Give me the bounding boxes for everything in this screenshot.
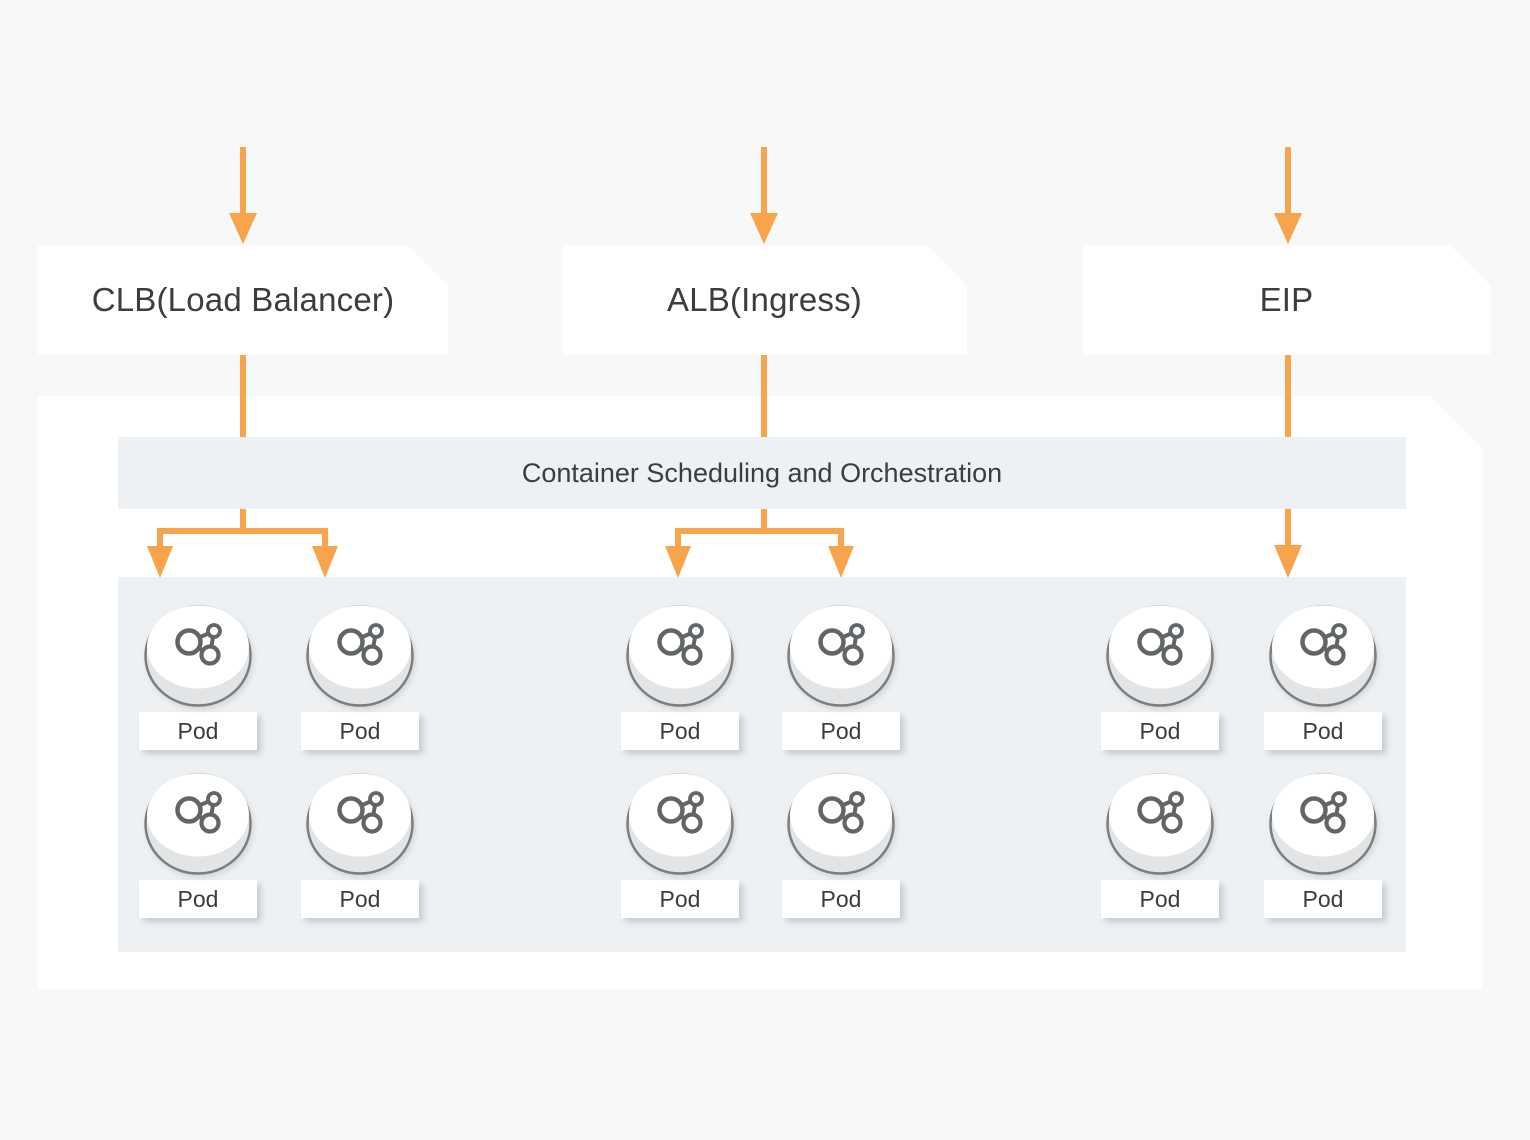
inbound-arrow-clb (229, 147, 257, 244)
pod-eip-4: Pod (1264, 773, 1382, 918)
node-alb-label: ALB(Ingress) (667, 281, 862, 318)
pod-cylinder-molecule-icon (787, 605, 895, 707)
pod-cylinder-molecule-icon (144, 773, 252, 875)
pod-label: Pod (1264, 712, 1382, 750)
pod-alb-3: Pod (621, 773, 739, 918)
pod-cylinder-molecule-icon (144, 605, 252, 707)
pod-label: Pod (782, 880, 900, 918)
pod-eip-2: Pod (1264, 605, 1382, 750)
node-eip: EIP (1083, 245, 1490, 355)
pod-label: Pod (1101, 880, 1219, 918)
pod-cylinder-molecule-icon (626, 605, 734, 707)
pod-cylinder-molecule-icon (1269, 605, 1377, 707)
pod-clb-4: Pod (301, 773, 419, 918)
pod-alb-2: Pod (782, 605, 900, 750)
orchestration-banner-label: Container Scheduling and Orchestration (521, 457, 1003, 488)
orchestration-banner: Container Scheduling and Orchestration (118, 437, 1406, 509)
pod-clb-3: Pod (139, 773, 257, 918)
pod-label: Pod (621, 712, 739, 750)
pod-cylinder-molecule-icon (1106, 605, 1214, 707)
node-clb-label: CLB(Load Balancer) (91, 281, 395, 318)
node-clb: CLB(Load Balancer) (38, 245, 448, 355)
pod-cylinder-molecule-icon (1106, 773, 1214, 875)
pod-label: Pod (301, 880, 419, 918)
pod-cylinder-molecule-icon (626, 773, 734, 875)
pod-eip-1: Pod (1101, 605, 1219, 750)
pod-clb-2: Pod (301, 605, 419, 750)
pod-label: Pod (139, 712, 257, 750)
node-alb: ALB(Ingress) (562, 245, 967, 355)
pod-label: Pod (782, 712, 900, 750)
pod-label: Pod (301, 712, 419, 750)
pod-label: Pod (1101, 712, 1219, 750)
pod-cylinder-molecule-icon (787, 773, 895, 875)
pod-cylinder-molecule-icon (306, 773, 414, 875)
inbound-arrow-alb (750, 147, 778, 244)
pod-clb-1: Pod (139, 605, 257, 750)
pod-eip-3: Pod (1101, 773, 1219, 918)
pod-label: Pod (1264, 880, 1382, 918)
pod-alb-1: Pod (621, 605, 739, 750)
pod-label: Pod (139, 880, 257, 918)
pod-alb-4: Pod (782, 773, 900, 918)
inbound-arrow-eip (1274, 147, 1302, 244)
pod-label: Pod (621, 880, 739, 918)
pod-cylinder-molecule-icon (1269, 773, 1377, 875)
pod-cylinder-molecule-icon (306, 605, 414, 707)
node-eip-label: EIP (1259, 281, 1314, 318)
